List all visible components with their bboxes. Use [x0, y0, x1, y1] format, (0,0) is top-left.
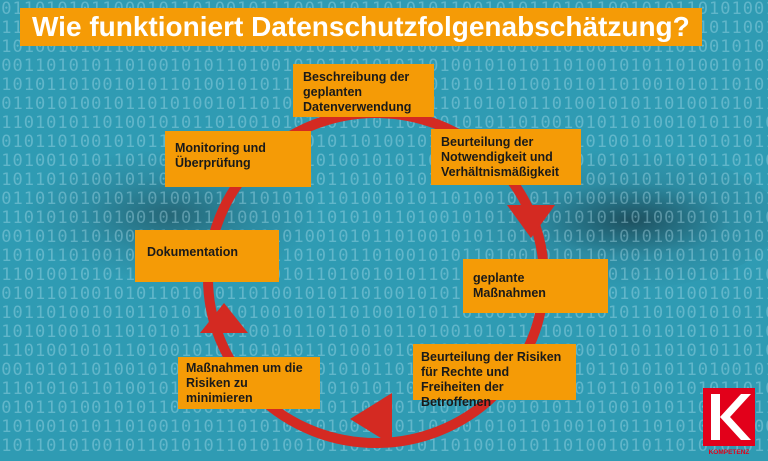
arrow-head-bottom: [350, 393, 392, 445]
arrow-head-left: [200, 303, 248, 333]
title-banner: Wie funktioniert Datenschutzfolgenabschä…: [20, 8, 702, 46]
page-title: Wie funktioniert Datenschutzfolgenabschä…: [32, 11, 690, 42]
logo-text: KOMPETENZ: [709, 449, 750, 456]
step-box-necessity: Beurteilung der Notwendigkeit und Verhäl…: [431, 129, 581, 185]
step-box-risk-mitigation: Maßnahmen um die Risiken zu minimieren: [178, 357, 320, 409]
step-box-documentation: Dokumentation: [135, 230, 279, 282]
step-label: Beurteilung der Notwendigkeit und Verhäl…: [441, 135, 560, 179]
step-label: Beschreibung der geplanten Datenverwendu…: [303, 70, 412, 114]
step-box-monitoring: Monitoring und Überprüfung: [165, 131, 311, 187]
step-box-description: Beschreibung der geplanten Datenverwendu…: [293, 64, 434, 117]
step-label: Maßnahmen um die Risiken zu minimieren: [186, 360, 303, 405]
step-label: Monitoring und Überprüfung: [175, 141, 266, 170]
step-box-planned-measures: geplante Maßnahmen: [463, 259, 608, 313]
arrow-head-right: [507, 205, 555, 238]
step-label: Dokumentation: [147, 245, 238, 259]
step-label: geplante Maßnahmen: [473, 271, 546, 300]
kompetenz-logo: KOMPETENZ: [703, 388, 755, 456]
step-label: Beurteilung der Risiken für Rechte und F…: [421, 350, 562, 409]
step-box-risk-assessment: Beurteilung der Risiken für Rechte und F…: [413, 344, 576, 409]
